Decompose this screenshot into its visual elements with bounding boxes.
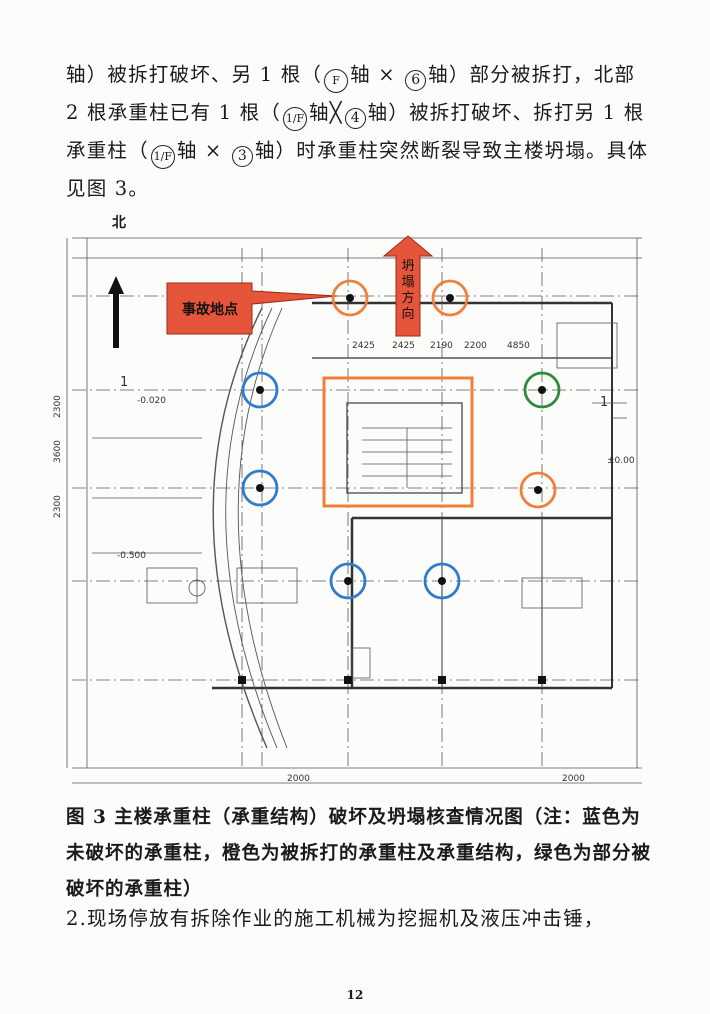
accident-label: 事故地点 — [182, 301, 238, 318]
axis-marker-F: F — [324, 69, 349, 93]
elevation-3: ±0.00 — [607, 456, 635, 466]
dim-top-3: 2200 — [464, 341, 487, 351]
dim-top-4: 4850 — [507, 341, 530, 351]
collapse-label-1: 坍 — [401, 259, 414, 274]
elevation-1: -0.020 — [137, 396, 166, 406]
section-mark-left: 1 — [120, 375, 128, 390]
elevation-2: -0.500 — [117, 551, 146, 561]
axis-marker-6: 6 — [405, 70, 427, 91]
column-orange-1 — [331, 279, 369, 317]
column-blue-2 — [241, 469, 279, 507]
text-run: 轴 × — [176, 139, 230, 162]
text-run: 轴 × — [350, 63, 404, 86]
text-run: 轴）部分被拆打，北部 2 根承重柱已有 1 根（ — [66, 63, 636, 124]
dim-left-0: 2300 — [53, 395, 63, 418]
dim-top-1: 2425 — [392, 341, 415, 351]
section-mark-right: 1 — [600, 395, 608, 410]
column-dots — [238, 294, 546, 684]
text-run: 轴 — [309, 101, 330, 124]
column-blue-4 — [423, 562, 461, 600]
dim-bottom-0: 2000 — [287, 774, 310, 784]
collapse-direction-arrow: 坍 塌 方 向 — [382, 235, 434, 337]
axis-marker-1F: 1/F — [283, 107, 308, 131]
collapse-label-3: 方 — [401, 290, 414, 306]
collapse-label-2: 塌 — [401, 275, 414, 290]
cross-symbol: ╳ — [329, 101, 343, 124]
column-blue-1 — [241, 371, 279, 409]
dimension-labels: 2425 2425 2190 2200 4850 2300 3600 2300 … — [53, 341, 635, 784]
column-green-1 — [523, 371, 561, 409]
dim-top-2: 2190 — [430, 341, 453, 351]
core-structure-box — [322, 376, 474, 508]
body-paragraph-2: 2.现场停放有拆除作业的施工机械为挖掘机及液压冲击锤， — [66, 907, 605, 930]
column-orange-3 — [519, 471, 557, 509]
dim-bottom-1: 2000 — [562, 774, 585, 784]
dim-left-2: 2300 — [53, 495, 63, 518]
column-orange-2 — [431, 279, 469, 317]
plan-linework — [66, 237, 642, 784]
axis-marker-1F-b: 1/F — [150, 145, 175, 169]
north-label: 北 — [112, 215, 126, 231]
floor-plan-figure: 2425 2425 2190 2200 4850 2300 3600 2300 … — [53, 235, 642, 784]
column-markers — [241, 279, 561, 600]
dim-left-1: 3600 — [53, 440, 63, 463]
axis-marker-4: 4 — [344, 108, 366, 129]
text-run: 轴）被拆打破坏、拆打另 1 根承重柱（ — [66, 101, 645, 162]
accident-location-callout: 事故地点 — [166, 282, 338, 335]
text-run: 轴）时承重柱突然断裂导致主楼坍塌。具体见图 3。 — [66, 139, 649, 200]
text-run: 轴）被拆打破坏、另 1 根（ — [66, 63, 323, 86]
page-number: 12 — [346, 988, 364, 1002]
axis-marker-3: 3 — [231, 146, 253, 167]
dim-top-0: 2425 — [352, 341, 375, 351]
north-arrow-icon — [108, 276, 124, 348]
figure-caption: 图 3 主楼承重柱（承重结构）破坏及坍塌核查情况图（注：蓝色为未破坏的承重柱，橙… — [66, 807, 652, 900]
collapse-label-4: 向 — [401, 306, 414, 322]
column-blue-3 — [329, 562, 367, 600]
